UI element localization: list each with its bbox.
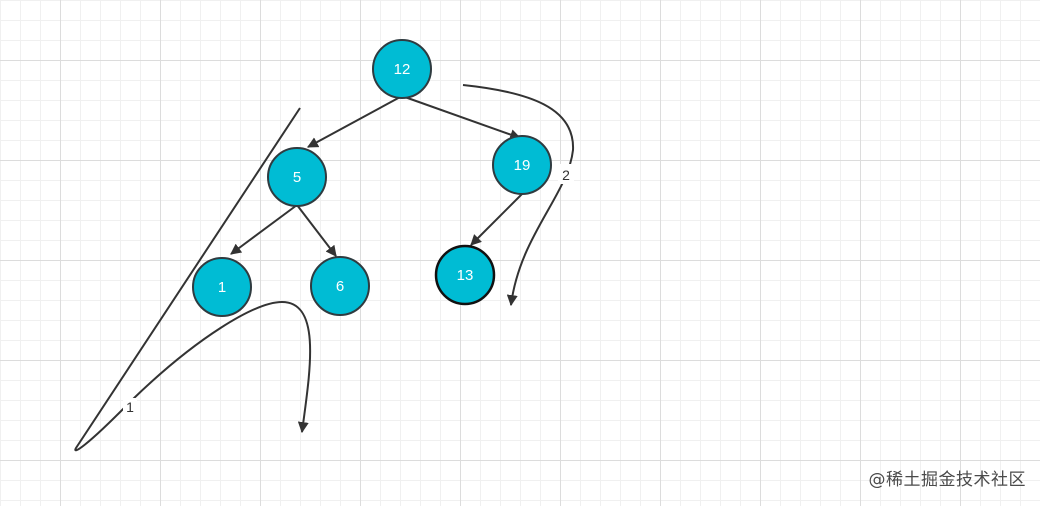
edge-19-13 [470,192,524,246]
path-1-label: 1 [126,399,134,415]
node-12-circle [372,39,432,99]
node-5-circle [267,147,327,207]
edge-5-1 [230,204,298,255]
node-6-circle [310,256,370,316]
node-12: 12 [372,39,432,99]
path-2-label: 2 [562,167,570,183]
node-12-label: 12 [394,61,411,78]
node-19-circle [492,135,552,195]
node-1-circle [192,257,252,317]
node-1: 1 [192,257,252,317]
node-13: 13 [434,244,496,306]
edge-12-5 [307,95,403,148]
path-1-label-bg [123,398,137,416]
watermark: @稀土掘金技术社区 [868,470,1026,490]
traversal-path-1 [74,107,312,452]
edge-5-6 [296,204,337,257]
node-6: 6 [310,256,370,316]
path-2-label-bg [558,164,574,184]
node-13-label: 13 [457,267,474,284]
tree-edges [230,95,524,257]
edge-12-19 [401,95,522,140]
node-5: 5 [267,147,327,207]
node-5-label: 5 [293,169,301,186]
node-6-label: 6 [336,278,344,295]
node-19-label: 19 [514,157,531,174]
node-19: 19 [492,135,552,195]
node-1-label: 1 [218,279,226,296]
node-13-circle [434,244,496,306]
traversal-path-2 [462,84,575,307]
